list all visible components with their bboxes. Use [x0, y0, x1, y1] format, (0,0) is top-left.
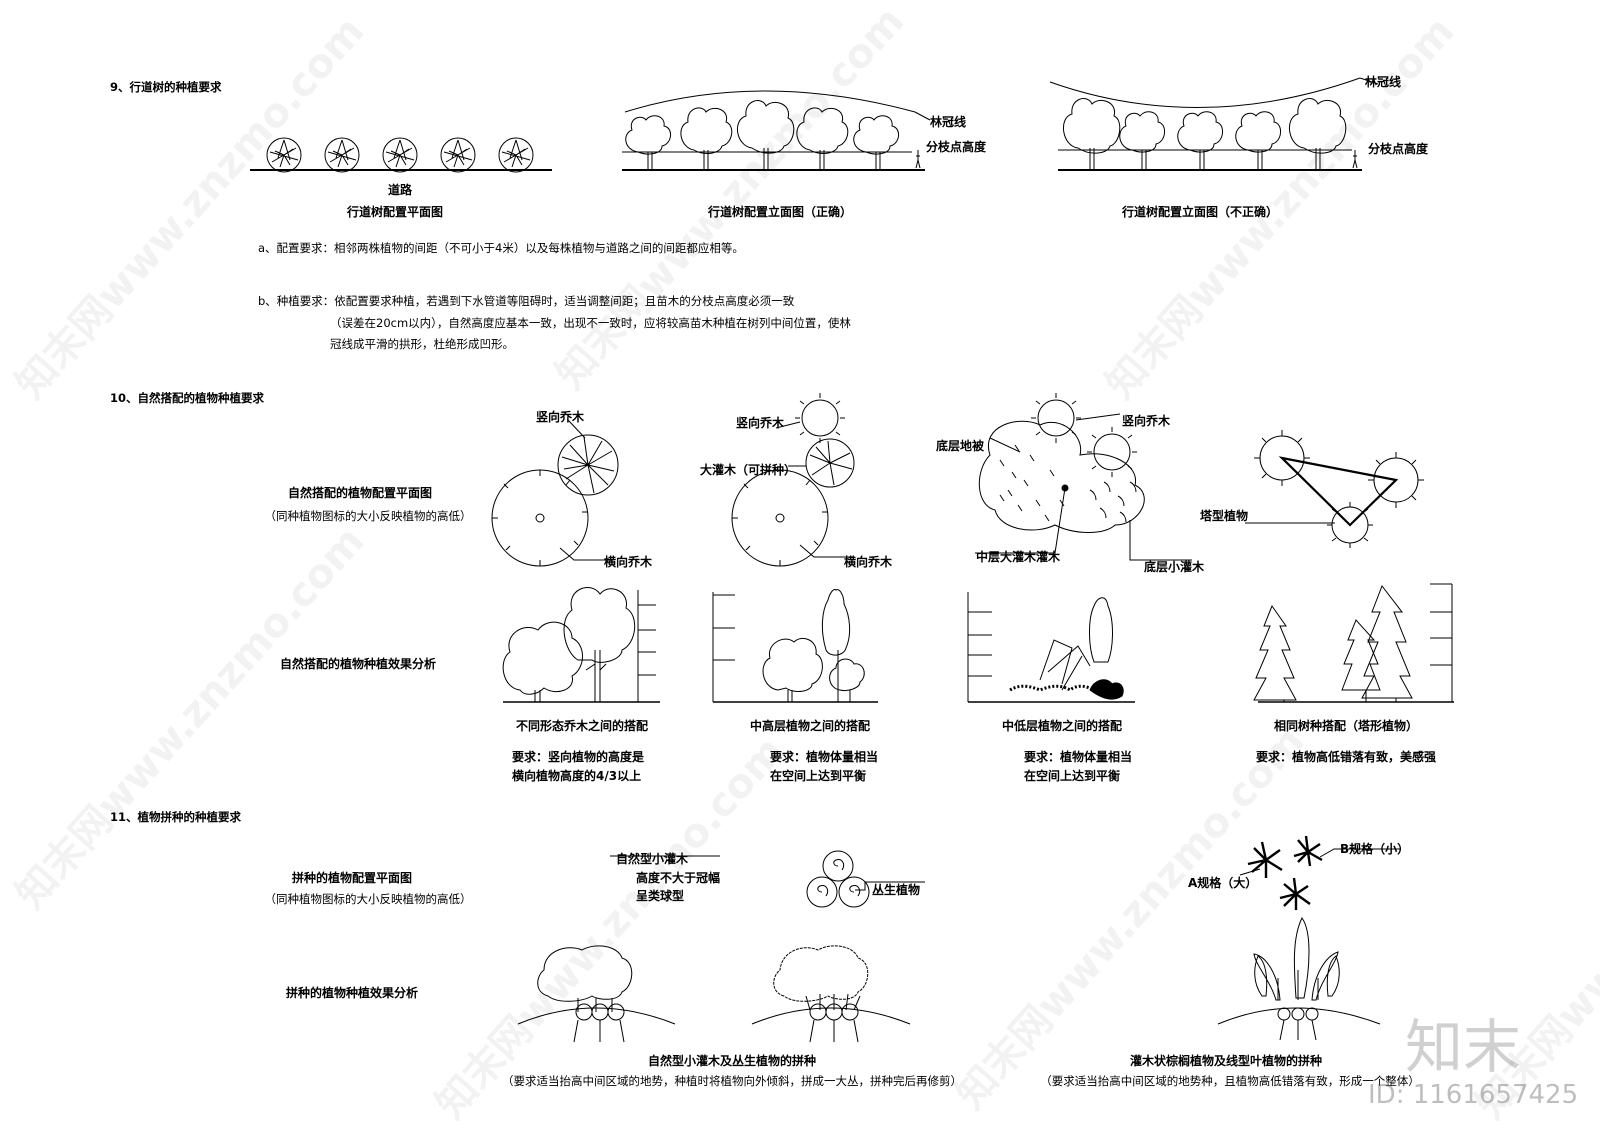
palm-plan — [1239, 835, 1400, 910]
horizontal-tree-label: 横向乔木 — [604, 555, 653, 569]
street-tree-plan — [250, 137, 552, 173]
effect-title: 自然搭配的植物种植效果分析 — [279, 657, 437, 671]
vertical-tree-label: 竖向乔木 — [536, 410, 585, 424]
requirement-b-line1: b、种植要求：依配置要求种植，若遇到下水管道等阻碍时，适当调整间距；且苗木的分枝… — [258, 294, 795, 308]
elevation-incorrect-caption: 行道树配置立面图（不正确） — [1121, 205, 1279, 219]
requirement-a: a、配置要求：相邻两株植物的间距（不可小于4米）以及每株植物与道路之间的间距都应… — [258, 241, 744, 255]
natural-elev-2 — [712, 589, 878, 703]
pairing-plan-clump — [610, 850, 925, 908]
natural-plan-1 — [491, 419, 619, 567]
requirement-b-line2: （误差在20cm以内），自然高度应基本一致，出现不一致时，应将较高苗木种植在树列… — [330, 316, 851, 330]
caption-left: 自然型小灌木及丛生植物的拼种 — [647, 1054, 817, 1068]
tree-elevation — [853, 115, 899, 170]
tree-plan-symbol — [382, 137, 418, 173]
natural-elev-4 — [1253, 583, 1454, 703]
mid-shrub-label: 中层大灌木灌木 — [976, 550, 1061, 564]
requirement-3-line1: 要求：植物体量相当 — [1024, 750, 1133, 764]
requirement-2-line2: 在空间上达到平衡 — [770, 769, 867, 783]
requirement-3-line2: 在空间上达到平衡 — [1024, 769, 1121, 783]
tree-plan-symbol — [498, 137, 534, 173]
requirement-b-line3: 冠线成平滑的拱形，杜绝形成凹形。 — [330, 337, 514, 351]
elevation-correct-caption: 行道树配置立面图（正确） — [707, 205, 853, 219]
tree-elevation — [1119, 111, 1165, 170]
clump-plant-label: 丛生植物 — [872, 883, 921, 897]
tree-elevation — [1289, 98, 1347, 170]
big-shrub-label: 大灌木（可拼种） — [700, 463, 797, 477]
plan-title: 自然搭配的植物配置平面图 — [287, 486, 433, 500]
canopy-line-label: 林冠线 — [930, 115, 967, 129]
tree-elevation — [625, 115, 671, 170]
natural-shrub-label: 自然型小灌木 — [616, 852, 689, 866]
caption-right: 灌木状棕榈植物及线型叶植物的拼种 — [1129, 1054, 1323, 1068]
tree-elevation — [1235, 111, 1281, 170]
street-tree-elevation-correct — [622, 90, 931, 171]
image-id: ID: 1161657425 — [1368, 1080, 1579, 1110]
tree-plan-symbol — [324, 137, 360, 173]
tower-plant-label: 塔型植物 — [1200, 509, 1249, 523]
caption-4: 相同树种搭配（塔形植物） — [1273, 719, 1419, 733]
tree-elevation — [796, 107, 849, 170]
canopy-line-label: 林冠线 — [1365, 75, 1402, 89]
caption-2: 中高层植物之间的搭配 — [749, 719, 871, 733]
requirement-4: 要求：植物高低错落有致，美感强 — [1256, 750, 1437, 764]
branch-height-label: 分枝点高度 — [926, 140, 987, 154]
height-note-line1: 高度不大于冠幅 — [636, 871, 721, 885]
natural-elev-1 — [502, 586, 660, 703]
low-shrub-label: 底层小灌木 — [1144, 560, 1205, 574]
natural-elev-3 — [967, 592, 1135, 703]
tree-elevation — [1177, 111, 1223, 170]
plan-caption: 行道树配置平面图 — [346, 205, 444, 219]
branch-height-label: 分枝点高度 — [1368, 142, 1429, 156]
horizontal-tree-label: 横向乔木 — [844, 555, 893, 569]
spec-b-label: B规格（小） — [1340, 842, 1410, 856]
height-note-line2: 呈类球型 — [636, 889, 685, 903]
caption-right-note: （要求适当抬高中间区域的地势种，且植物高低错落有致，形成一个整体） — [1040, 1074, 1420, 1088]
natural-plan-2 — [731, 393, 855, 567]
pairing-plan-title: 拼种的植物配置平面图 — [291, 871, 413, 885]
brand-logo: 知末 — [1405, 1013, 1522, 1081]
tree-elevation — [1063, 98, 1121, 170]
tree-plan-symbol — [440, 137, 476, 173]
pairing-elev-left — [517, 945, 911, 1043]
requirement-1-line2: 横向植物高度的4/3以上 — [512, 769, 642, 783]
street-tree-elevation-incorrect — [1049, 77, 1379, 171]
natural-plan-3 — [975, 393, 1192, 561]
natural-plan-4 — [1245, 430, 1424, 548]
pairing-effect-title: 拼种的植物种植效果分析 — [285, 986, 419, 1000]
vertical-tree-label: 竖向乔木 — [736, 416, 785, 430]
caption-3: 中低层植物之间的搭配 — [1001, 719, 1123, 733]
pairing-plan-note: （同种植物图标的大小反映植物的高低） — [264, 892, 472, 906]
palm-elevation — [1217, 917, 1381, 1041]
tree-elevation — [737, 100, 795, 170]
section-10-heading: 10、自然搭配的植物种植要求 — [110, 391, 265, 405]
caption-left-note: （要求适当抬高中间区域的地势，种植时将植物向外倾斜，拼成一大丛，拼种完后再修剪） — [502, 1074, 962, 1088]
spec-a-label: A规格（大） — [1188, 876, 1258, 890]
requirement-2-line1: 要求：植物体量相当 — [770, 750, 879, 764]
caption-1: 不同形态乔木之间的搭配 — [515, 719, 649, 733]
section-9-heading: 9、行道树的种植要求 — [110, 80, 222, 94]
requirement-1-line1: 要求：竖向植物的高度是 — [512, 750, 645, 764]
tree-elevation — [680, 107, 733, 170]
tree-plan-symbol — [266, 137, 302, 173]
ground-cover-label: 底层地被 — [936, 439, 985, 453]
road-label: 道路 — [387, 183, 413, 197]
section-11-heading: 11、植物拼种的种植要求 — [110, 810, 242, 824]
vertical-tree-label: 竖向乔木 — [1122, 414, 1171, 428]
plan-title-note: （同种植物图标的大小反映植物的高低） — [264, 509, 472, 523]
